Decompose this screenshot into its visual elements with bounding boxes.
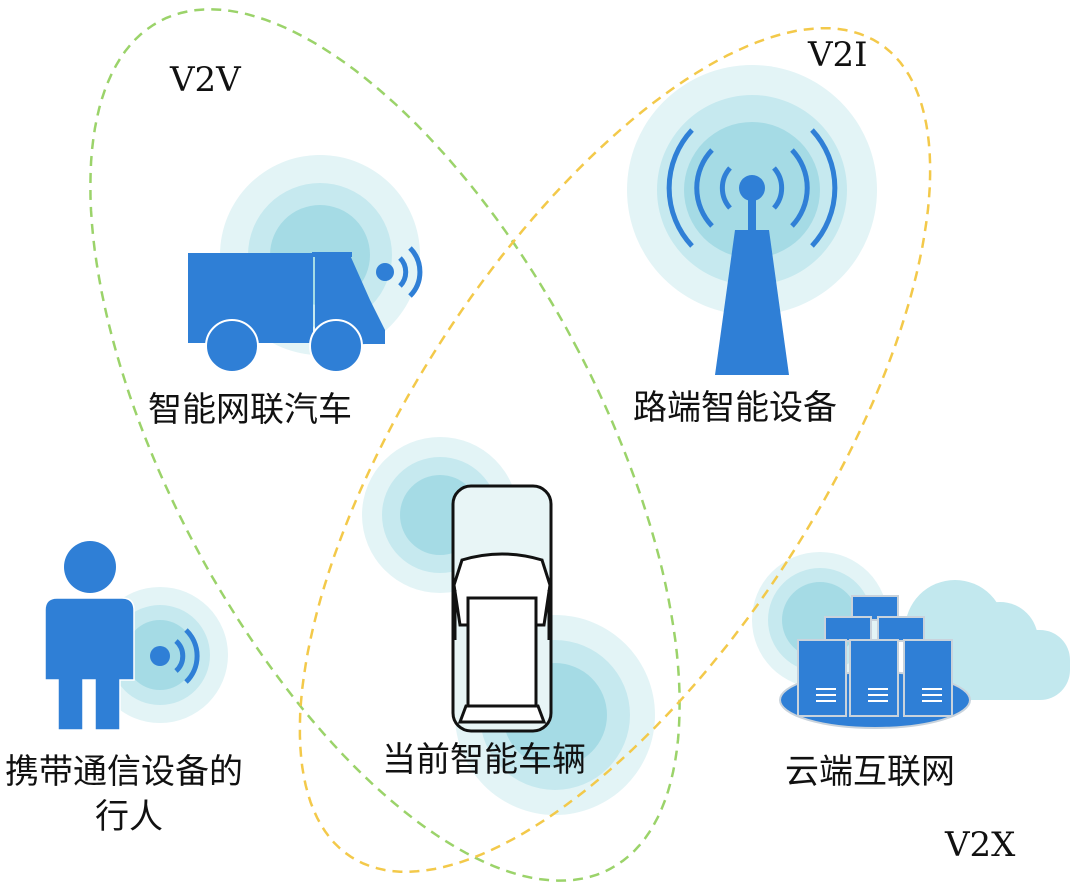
v2i-loop xyxy=(298,26,932,874)
radio-tower-icon xyxy=(666,128,838,375)
v2x-label: V2X xyxy=(945,825,1016,865)
server-cluster-icon xyxy=(779,595,971,729)
connected-vehicle-label: 智能网联汽车 xyxy=(148,390,352,430)
roadside-device-label: 路端智能设备 xyxy=(633,388,837,428)
cloud-internet-label: 云端互联网 xyxy=(785,752,955,792)
current-vehicle-label: 当前智能车辆 xyxy=(382,740,586,780)
v2v-loop xyxy=(89,8,681,882)
truck-icon xyxy=(188,246,423,373)
pedestrian-label-line1: 携带通信设备的 xyxy=(5,752,243,792)
pedestrian-icon xyxy=(44,541,200,731)
signal-dot-icon xyxy=(376,263,394,281)
v2i-label: V2I xyxy=(808,35,868,75)
v2v-label: V2V xyxy=(170,60,241,100)
pedestrian-label-line2: 行人 xyxy=(95,797,163,837)
car-top-view-icon xyxy=(451,484,553,733)
